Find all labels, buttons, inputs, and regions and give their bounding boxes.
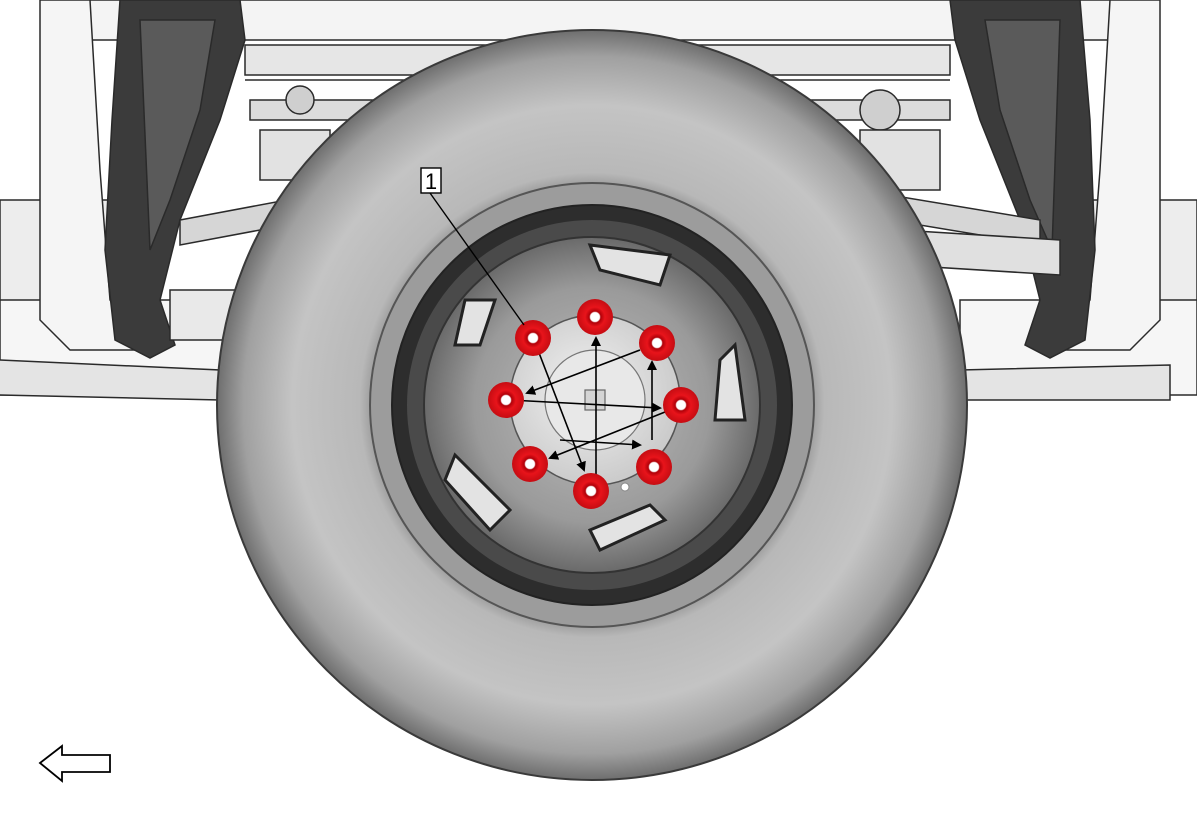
sequence-arrow	[525, 349, 641, 395]
lug-nut	[515, 320, 551, 356]
sequence-arrow	[559, 439, 642, 450]
arrow-left-icon	[38, 744, 111, 783]
lug-nut	[488, 382, 524, 418]
lug-nut	[663, 387, 699, 423]
callout-number: 1	[425, 169, 437, 194]
callout-1: 1	[420, 167, 525, 326]
lug-nut	[636, 449, 672, 485]
sequence-arrow	[535, 344, 586, 472]
callout-leader-line	[429, 192, 525, 326]
lug-nut	[639, 325, 675, 361]
lug-nut	[512, 446, 548, 482]
wheel-vents	[443, 243, 747, 552]
sequence-arrow	[509, 399, 662, 413]
callout-box	[420, 167, 442, 194]
lug-nut	[573, 473, 609, 509]
sequence-arrow	[548, 411, 666, 460]
lug-nut	[577, 299, 613, 335]
tightening-sequence-arrows	[509, 336, 666, 485]
lug-nuts	[488, 299, 699, 509]
